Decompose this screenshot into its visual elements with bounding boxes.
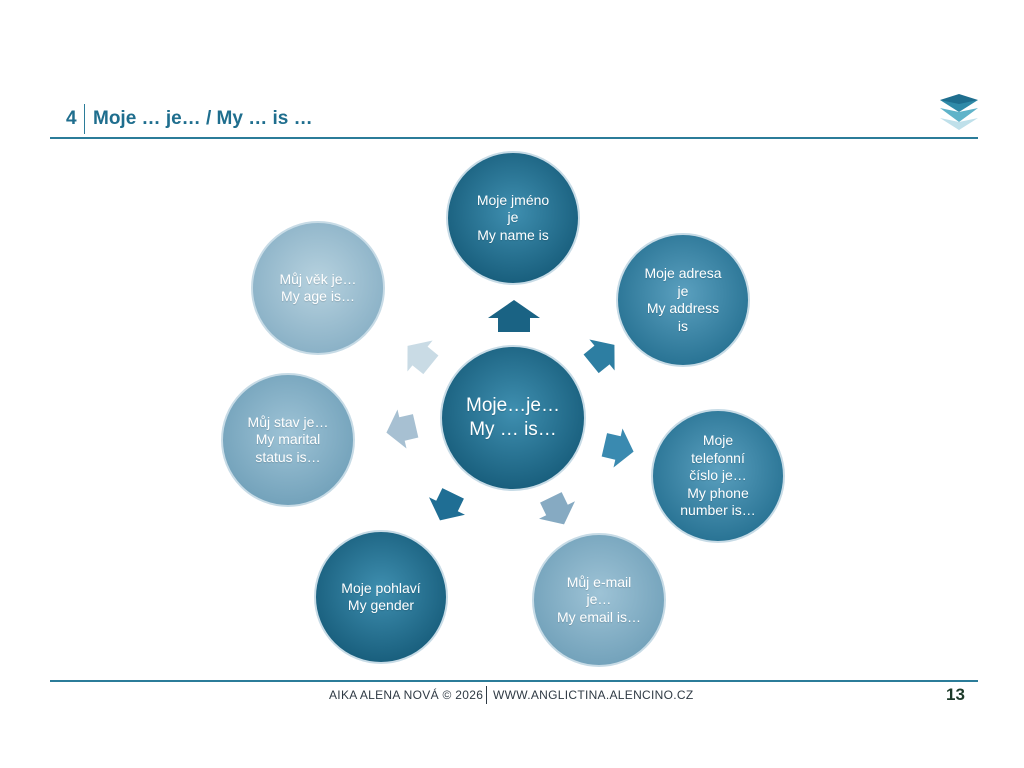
arrow-up-icon: [488, 300, 540, 332]
node-line: je: [677, 282, 689, 299]
node-circle-age: [251, 221, 385, 355]
arrow-lower-right-icon: [539, 492, 575, 525]
center-node-text: Moje…je… My … is…: [466, 394, 560, 442]
node-line: My address: [646, 300, 720, 316]
footer-author: AIKA ALENA NOVÁ © 2026: [329, 688, 484, 702]
node-line: My email is…: [556, 608, 641, 625]
node-line: My gender: [347, 597, 415, 613]
node-line: Moje jméno: [476, 191, 550, 208]
node-circle-gender: [314, 530, 448, 664]
slide-header: 4 Moje … je… / My … is …: [50, 104, 978, 139]
node-circle-phone: [651, 409, 785, 543]
node-line: Můj stav je…: [247, 413, 329, 430]
footer-divider: [486, 686, 487, 704]
node-line: My marital: [255, 431, 321, 448]
footer-website: WWW.ANGLICTINA.ALENCINO.CZ: [493, 688, 694, 702]
node-line: My age is…: [281, 288, 355, 304]
slide-number: 4: [66, 108, 77, 129]
footer-line: [50, 680, 978, 682]
arrow-left-icon: [386, 409, 419, 449]
node-line: number is…: [680, 502, 756, 519]
node-line: Můj věk je…: [279, 270, 357, 287]
node-line: Moje…je…: [466, 395, 560, 416]
node-line: telefonní: [691, 449, 745, 466]
slide-title: Moje … je… / My … is …: [93, 108, 313, 129]
node-circle-address: [616, 233, 750, 367]
page-number: 13: [946, 685, 965, 704]
node-line: je: [507, 209, 519, 226]
node-line: Moje pohlaví: [341, 579, 421, 596]
node-line: Moje adresa: [644, 265, 722, 281]
node-circle-marital: [221, 373, 355, 507]
node-line: My name is: [477, 226, 549, 243]
node-line: My phone: [687, 484, 749, 501]
arrow-right-icon: [601, 428, 634, 468]
node-line: Moje: [702, 432, 734, 449]
node-age: Můj věk je…My age is…: [252, 222, 384, 354]
arrow-upper-left-icon: [407, 340, 439, 375]
node-line: je…: [586, 591, 612, 608]
layers-logo-icon: [940, 94, 978, 130]
node-circle-name: [446, 151, 580, 285]
header-divider: [84, 104, 85, 134]
node-line: Můj e-mail: [566, 573, 632, 590]
arrow-upper-right-icon: [583, 339, 615, 374]
center-circle: [440, 345, 586, 491]
node-age-text: Můj věk je…My age is…: [279, 271, 356, 306]
center-node: Moje…je… My … is…: [441, 346, 585, 490]
node-circle-email: [532, 533, 666, 667]
node-line: is: [677, 317, 689, 334]
arrow-lower-left-icon: [429, 488, 465, 521]
node-line: číslo je…: [689, 467, 747, 484]
node-line: status is…: [255, 448, 321, 465]
node-line: My … is…: [469, 419, 557, 440]
